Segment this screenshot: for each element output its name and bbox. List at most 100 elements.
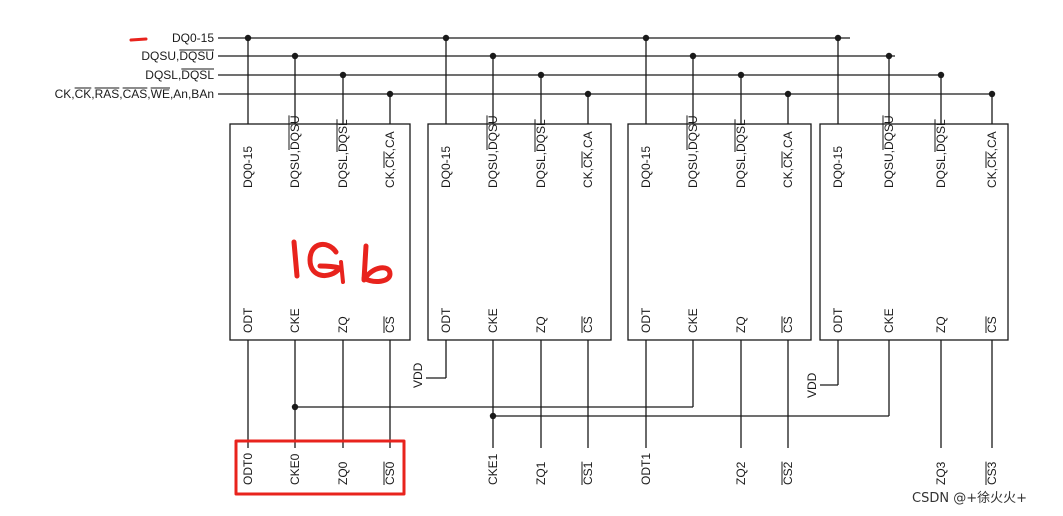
chip-2-top-pin-label-2: DQSL,DQSL [734,119,748,188]
chip-2-top-pin-label-0-group: DQ0-15 [639,146,653,188]
chip-3-bottom-pin-label-2: ZQ [934,316,948,333]
chip-1-bottom-pin-label-1-group: CKE [486,308,500,333]
memory-chips [229,123,1009,341]
chip-0-bottom-pin-label-1-group: CKE [288,308,302,333]
chip-0-top-pin-label-1: DQSU,DQSU [288,115,302,188]
bottom-signal-label-8-group: ZQ2 [734,461,748,485]
chip-2-bottom-pin-label-1: CKE [686,308,700,333]
chip-1-bottom-pin-label-0-group: ODT [439,307,453,333]
chip-3-top-pin-label-0: DQ0-15 [831,146,845,188]
chip-2-top-pin-label-1: DQSU,DQSU [686,115,700,188]
bus-ctrl-label: CK,CK,RAS,CAS,WE,An,BAn [55,87,214,101]
chip-3-top-pin-label-2: DQSL,DQSL [934,119,948,188]
vdd-label-chip-1-group: VDD [411,362,425,388]
bottom-signal-label-7-group: ODT1 [639,453,653,485]
chip-3-bottom-pin-label-3-group: CS [985,316,999,333]
junction-dots [244,34,996,420]
chip-1-bottom-pin-label-3-group: CS [581,316,595,333]
bottom-signal-label-3: CS0 [383,461,397,485]
bottom-signal-label-4-group: CKE1 [486,453,500,485]
chip-1-bottom-pin-label-0: ODT [439,307,453,333]
chip-1-bottom-pin-label-1: CKE [486,308,500,333]
junction-dot [291,52,299,60]
chip-2-top-pin-label-1-group: DQSU,DQSU [686,115,700,188]
junction-dot [642,34,650,42]
bottom-signal-label-9: CS2 [781,461,795,485]
junction-dot [386,90,394,98]
bus-dqsl-label: DQSL,DQSL [145,68,214,82]
chip-3-bottom-pin-label-0-group: ODT [831,307,845,333]
bottom-signal-label-5: ZQ1 [534,461,548,485]
bottom-signal-label-8: ZQ2 [734,461,748,485]
bottom-signal-label-9-group: CS2 [781,461,795,485]
junction-dot [885,52,893,60]
junction-dot [784,90,792,98]
memory-chip-3 [819,123,1009,341]
memory-chip-2 [627,123,812,341]
chip-1-top-pin-label-0: DQ0-15 [439,146,453,188]
chip-1-top-pin-label-1: DQSU,DQSU [486,115,500,188]
bottom-signal-label-11: CS3 [985,461,999,485]
chip-1-top-pin-label-1-group: DQSU,DQSU [486,115,500,188]
watermark-text: CSDN @+徐火火+ [912,491,1027,506]
chip-1-top-pin-label-2-group: DQSL,DQSL [534,119,548,188]
bus-ctrl-label-group: CK,CK,RAS,CAS,WE,An,BAn [55,87,214,101]
chip-2-top-pin-label-3: CK,CK,CA [781,131,795,188]
junction-dot [339,71,347,79]
bottom-signal-label-0-group: ODT0 [241,453,255,485]
junction-dot [937,71,945,79]
chip-2-top-pin-label-3-group: CK,CK,CA [781,131,795,188]
junction-dot [737,71,745,79]
red-highlight-box [234,439,406,496]
bottom-signal-label-4: CKE1 [486,453,500,485]
junction-dot [442,34,450,42]
bottom-signal-label-10: ZQ3 [934,461,948,485]
chip-3-bottom-pin-label-1: CKE [882,308,896,333]
bottom-signal-label-2-group: ZQ0 [336,461,350,485]
bottom-signal-label-0: ODT0 [241,453,255,485]
bottom-signal-label-2: ZQ0 [336,461,350,485]
chip-2-bottom-pin-label-3: CS [781,316,795,333]
chip-0-bottom-pin-label-3-group: CS [383,316,397,333]
chip-3-top-pin-label-3: CK,CK,CA [985,131,999,188]
chip-0-top-pin-label-3: CK,CK,CA [383,131,397,188]
chip-0-top-pin-label-2-group: DQSL,DQSL [336,119,350,188]
chip-1-bottom-pin-label-3: CS [581,316,595,333]
junction-dot [537,71,545,79]
bottom-signal-label-6-group: CS1 [581,461,595,485]
chip-3-bottom-pin-label-3: CS [985,316,999,333]
bottom-signal-label-11-group: CS3 [985,461,999,485]
bottom-signal-label-10-group: ZQ3 [934,461,948,485]
handwritten-1gb-annotation [291,239,393,284]
chip-1-bottom-pin-label-2-group: ZQ [534,316,548,333]
bottom-signal-label-5-group: ZQ1 [534,461,548,485]
chip-2-top-pin-label-2-group: DQSL,DQSL [734,119,748,188]
handwritten-annotations [129,37,406,496]
junction-dot [489,52,497,60]
junction-dot [988,90,996,98]
vdd-label-chip-3-group: VDD [805,372,819,398]
chip-3-top-pin-label-3-group: CK,CK,CA [985,131,999,188]
wiring [218,37,993,448]
junction-dot [244,34,252,42]
chip-2-bottom-pin-label-2-group: ZQ [734,316,748,333]
chip-0-top-pin-label-0-group: DQ0-15 [241,146,255,188]
chip-2-bottom-pin-label-3-group: CS [781,316,795,333]
bottom-signal-label-1: CKE0 [288,453,302,485]
chip-3-top-pin-label-0-group: DQ0-15 [831,146,845,188]
chip-1-top-pin-label-2: DQSL,DQSL [534,119,548,188]
chip-3-top-pin-label-2-group: DQSL,DQSL [934,119,948,188]
bus-dq-label: DQ0-15 [172,31,214,45]
memory-chip-1 [427,123,612,341]
chip-0-bottom-pin-label-2-group: ZQ [336,316,350,333]
chip-0-bottom-pin-label-0: ODT [241,307,255,333]
chip-1-top-pin-label-3-group: CK,CK,CA [581,131,595,188]
junction-dot [584,90,592,98]
chip-0-top-pin-label-3-group: CK,CK,CA [383,131,397,188]
chip-2-bottom-pin-label-0-group: ODT [639,307,653,333]
vdd-label-chip-3: VDD [805,372,819,398]
chip-0-bottom-pin-label-1: CKE [288,308,302,333]
chip-3-bottom-pin-label-1-group: CKE [882,308,896,333]
chip-0-bottom-pin-label-0-group: ODT [241,307,255,333]
junction-dot [834,34,842,42]
